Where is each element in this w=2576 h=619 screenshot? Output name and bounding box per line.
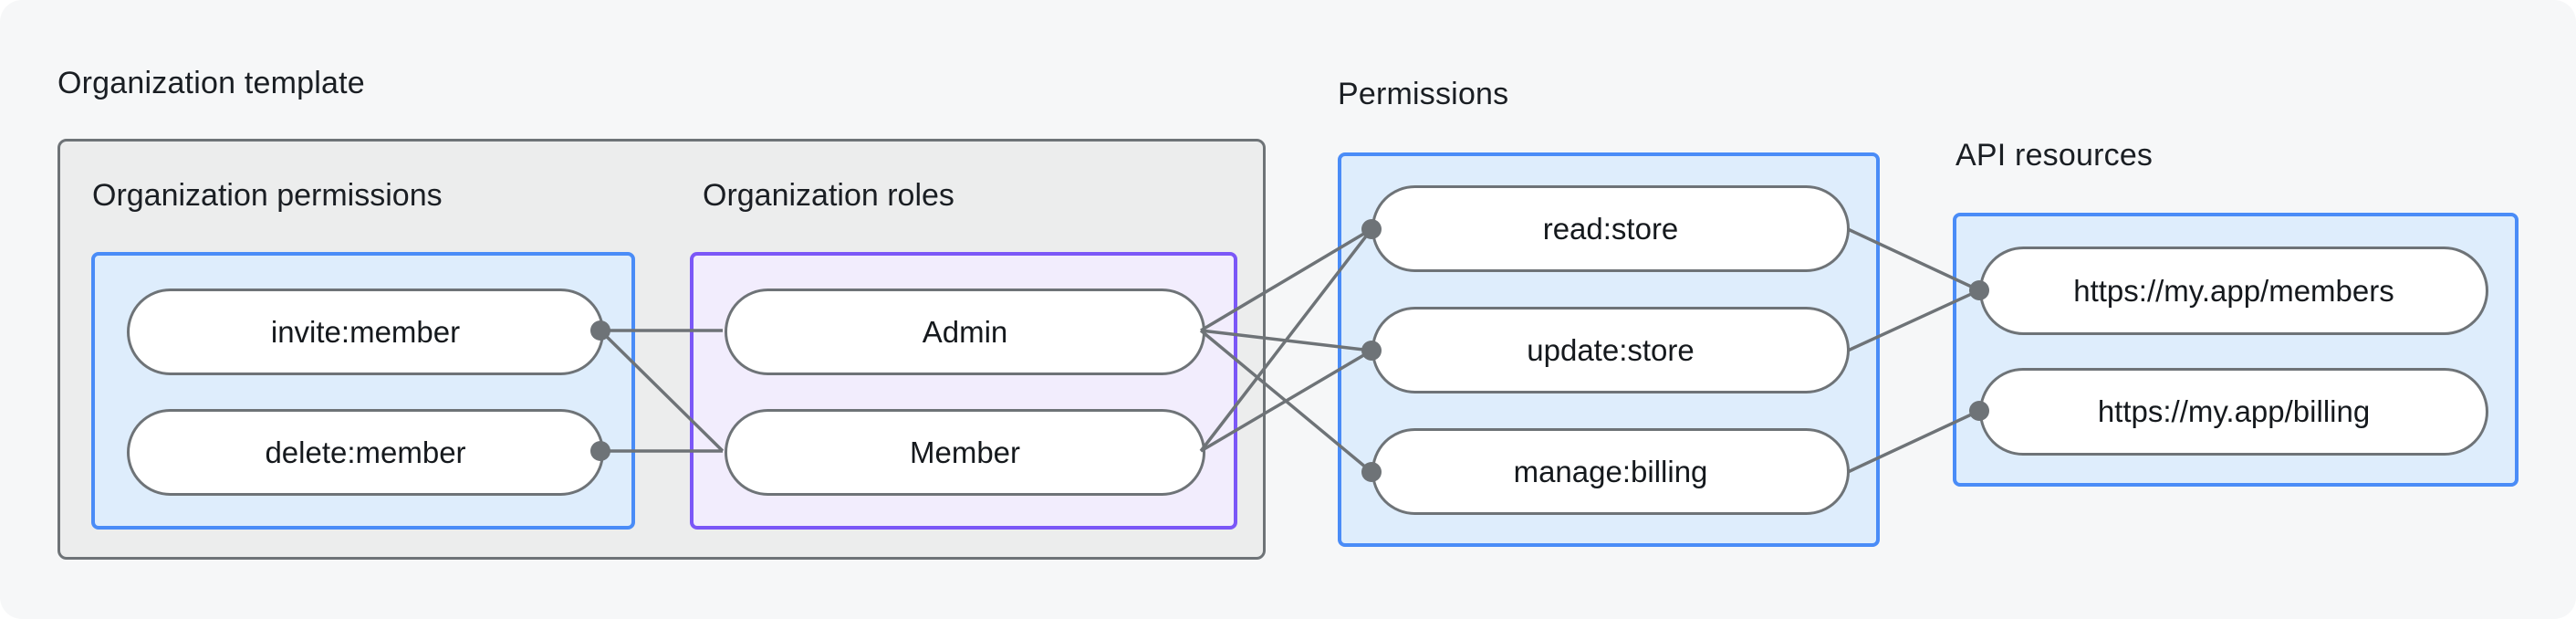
- organization-template-title: Organization template: [57, 66, 365, 100]
- node-api-members-label: https://my.app/members: [2073, 273, 2394, 308]
- node-delete-member: delete:member: [127, 409, 604, 496]
- node-api-billing-label: https://my.app/billing: [2097, 394, 2371, 428]
- organization-permissions-title: Organization permissions: [92, 178, 443, 213]
- permissions-box: read:store update:store manage:billing: [1338, 152, 1880, 547]
- node-admin-label: Admin: [922, 314, 1008, 349]
- organization-roles-box: Admin Member: [690, 252, 1237, 530]
- node-member-label: Member: [909, 435, 1021, 469]
- node-manage-billing-label: manage:billing: [1513, 454, 1708, 488]
- node-admin: Admin: [725, 289, 1205, 375]
- node-invite-member-label: invite:member: [270, 314, 461, 349]
- organization-template-box: Organization permissions Organization ro…: [57, 139, 1266, 560]
- api-resources-title: API resources: [1955, 138, 2154, 173]
- permissions-title: Permissions: [1338, 77, 1509, 111]
- node-invite-member: invite:member: [127, 289, 604, 375]
- node-api-members: https://my.app/members: [1979, 247, 2488, 335]
- node-member: Member: [725, 409, 1205, 496]
- organization-permissions-box: invite:member delete:member: [91, 252, 635, 530]
- node-read-store: read:store: [1371, 185, 1850, 272]
- node-delete-member-label: delete:member: [265, 435, 466, 469]
- node-manage-billing: manage:billing: [1371, 428, 1850, 515]
- node-update-store-label: update:store: [1527, 332, 1695, 367]
- node-api-billing: https://my.app/billing: [1979, 368, 2488, 456]
- organization-roles-title: Organization roles: [703, 178, 954, 213]
- node-read-store-label: read:store: [1542, 211, 1679, 246]
- api-resources-box: https://my.app/members https://my.app/bi…: [1953, 213, 2519, 487]
- node-update-store: update:store: [1371, 307, 1850, 393]
